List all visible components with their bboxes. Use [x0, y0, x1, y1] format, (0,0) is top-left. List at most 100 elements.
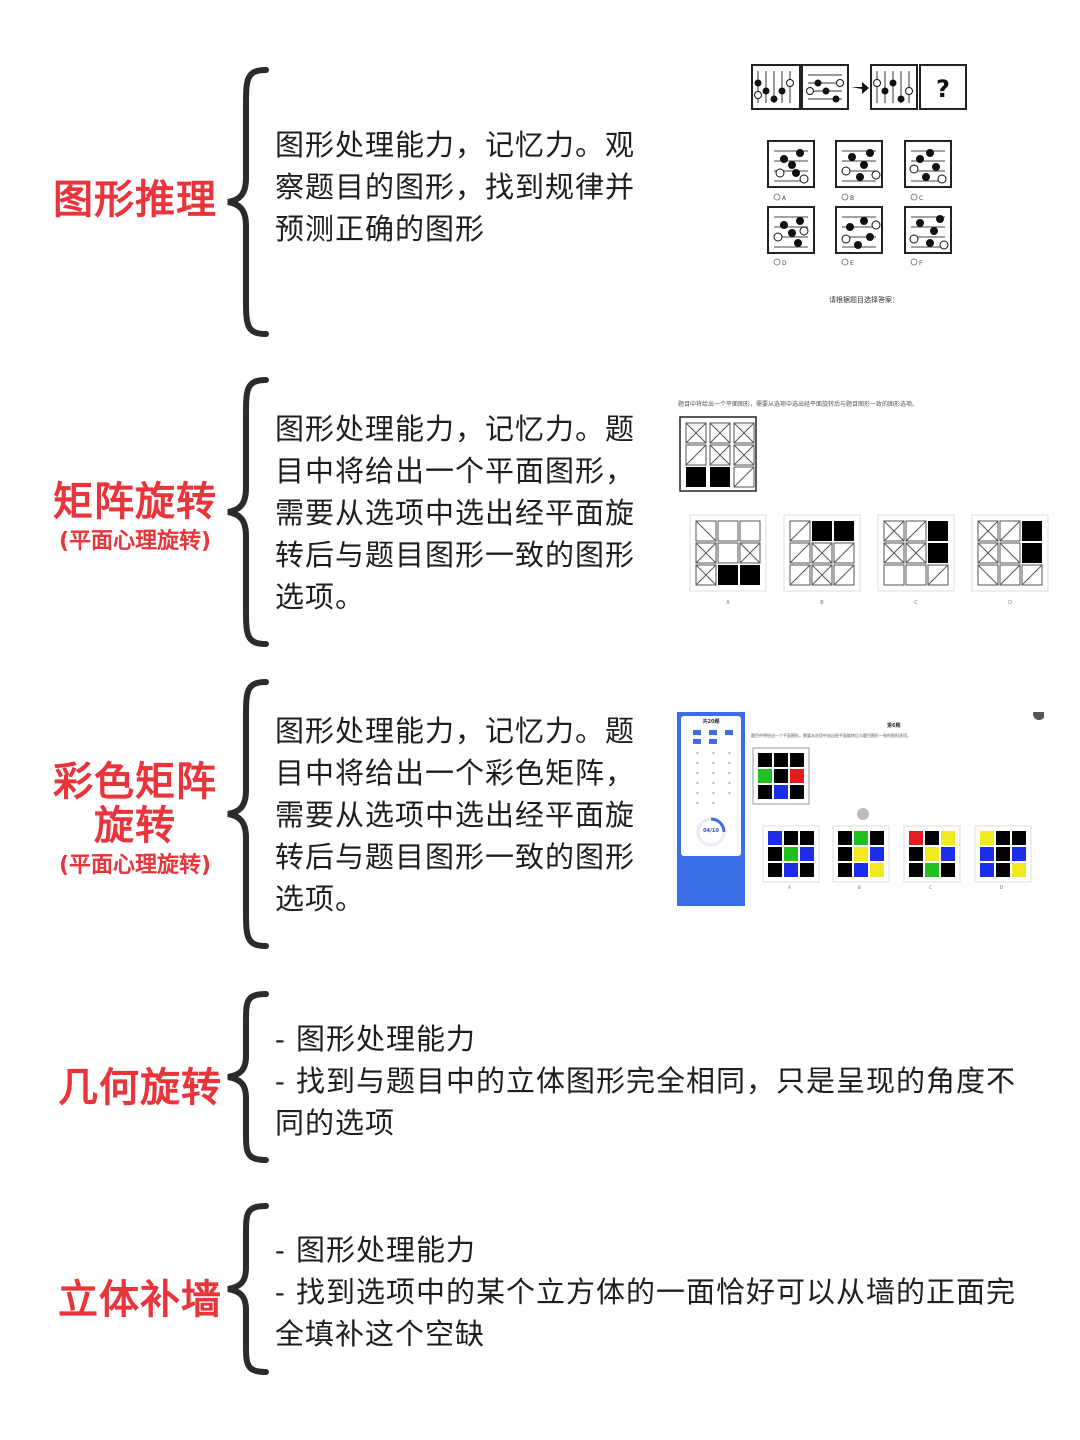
description-line: 全填补这个空缺 — [275, 1317, 486, 1351]
curly-brace-icon — [227, 67, 269, 337]
color-matrix-cell — [980, 863, 994, 877]
color-matrix-cell — [838, 847, 852, 861]
option-label: D — [1000, 885, 1004, 890]
description-line: - 找到与题目中的立体图形完全相同，只是呈现的角度不 — [275, 1064, 1017, 1098]
description: - 图形处理能力 - 找到选项中的某个立方体的一面恰好可以从墙的正面完 全填补这… — [275, 1229, 1016, 1355]
question-instruction: 题目中将给出一个平面图形，需要从选项中选出经平面旋转后与题目图形一致的图形选项。 — [751, 733, 911, 738]
option-label: C — [929, 885, 932, 890]
question-mark: ? — [936, 75, 950, 103]
description-line: 需要从选项中选出经平面旋 — [275, 496, 636, 530]
color-matrix-cell — [784, 863, 798, 877]
description-line: 转后与题目图形一致的图形 — [275, 840, 636, 874]
option-label: D — [782, 260, 787, 267]
color-matrix-cell — [941, 863, 955, 877]
sidebar-card: 共20题 04/10 — [681, 716, 741, 856]
question-chip[interactable] — [709, 739, 717, 744]
answer-prompt: 请根据题目选择答案： — [829, 295, 899, 304]
option-label: B — [850, 195, 854, 202]
description-line: 图形处理能力，记忆力。观 — [275, 128, 636, 162]
color-matrix-cell — [800, 831, 814, 845]
category-title: 几何旋转 — [40, 1066, 240, 1110]
category-title: 彩色矩阵 旋转 (平面心理旋转) — [30, 760, 240, 880]
description-line: 需要从选项中选出经平面旋 — [275, 798, 636, 832]
question-chip[interactable] — [693, 730, 701, 735]
description-line: 同的选项 — [275, 1106, 396, 1140]
color-matrix-cell — [838, 863, 852, 877]
category-subtitle: (平面心理旋转) — [58, 853, 212, 878]
category-title-text: 矩阵旋转 — [53, 479, 217, 525]
reasoning-puzzle-graphic: ? — [751, 64, 967, 304]
color-matrix-cell — [768, 831, 782, 845]
description-line: 预测正确的图形 — [275, 212, 486, 246]
option-label: A — [726, 600, 730, 606]
color-matrix-cell — [854, 831, 868, 845]
category-title-text: 旋转 — [94, 803, 176, 849]
color-matrix-cell — [838, 831, 852, 845]
description: 图形处理能力，记忆力。题 目中将给出一个平面图形， 需要从选项中选出经平面旋 转… — [275, 408, 635, 618]
option-label: A — [788, 885, 791, 890]
color-matrix-cell — [980, 847, 994, 861]
question-chip[interactable] — [693, 739, 701, 744]
option-label: B — [820, 600, 824, 606]
color-matrix-cell — [996, 847, 1010, 861]
color-matrix-cell — [758, 753, 772, 767]
color-matrix-cell — [784, 847, 798, 861]
category-title: 图形推理 — [40, 178, 230, 222]
color-matrix-cell — [1012, 831, 1026, 845]
section-matrix-rotation: 矩阵旋转 (平面心理旋转) 图形处理能力，记忆力。题 目中将给出一个平面图形， … — [0, 0, 1080, 660]
color-matrix-graphic — [752, 747, 1032, 883]
description-line: 图形处理能力，记忆力。题 — [275, 714, 636, 748]
color-matrix-cell — [800, 863, 814, 877]
curly-brace-icon — [227, 991, 269, 1163]
question-chip[interactable] — [709, 730, 717, 735]
color-matrix-cell — [790, 769, 804, 783]
section-3d-wall-fill: 立体补墙 - 图形处理能力 - 找到选项中的某个立方体的一面恰好可以从墙的正面完… — [58, 1203, 1016, 1375]
section-color-matrix-rotation: 彩色矩阵 旋转 (平面心理旋转) 图形处理能力，记忆力。题 目中将给出一个彩色矩… — [30, 679, 1044, 949]
matrix-rotation-graphic: A B C D — [679, 416, 1049, 606]
description-line: 图形处理能力，记忆力。题 — [275, 412, 636, 446]
description: 图形处理能力，记忆力。题 目中将给出一个彩色矩阵， 需要从选项中选出经平面旋 转… — [275, 710, 635, 920]
color-matrix-cell — [941, 831, 955, 845]
description-line: - 图形处理能力 — [275, 1233, 477, 1267]
color-matrix-cell — [870, 847, 884, 861]
option-label: C — [919, 195, 923, 202]
question-chip[interactable] — [725, 730, 733, 735]
option-label: E — [850, 260, 854, 267]
color-matrix-cell — [996, 831, 1010, 845]
color-matrix-cell — [925, 863, 939, 877]
rotate-icon — [857, 808, 869, 820]
color-matrix-cell — [758, 785, 772, 799]
category-title-text: 彩色矩阵 — [53, 759, 217, 805]
category-title: 矩阵旋转 (平面心理旋转) — [30, 480, 240, 556]
description: 图形处理能力，记忆力。观 察题目的图形，找到规律并 预测正确的图形 — [275, 124, 635, 250]
color-matrix-cell — [758, 769, 772, 783]
category-title-text: 立体补墙 — [58, 1277, 222, 1323]
color-matrix-cell — [768, 847, 782, 861]
section-graphic-reasoning: 图形推理 图形处理能力，记忆力。观 察题目的图形，找到规律并 预测正确的图形 — [0, 0, 1080, 350]
color-matrix-cell — [925, 847, 939, 861]
curly-brace-icon — [227, 1203, 269, 1375]
close-icon[interactable] — [1033, 712, 1044, 720]
color-matrix-cell — [996, 863, 1010, 877]
description-line: - 图形处理能力 — [275, 1022, 477, 1056]
color-matrix-cell — [909, 863, 923, 877]
description-line: 察题目的图形，找到规律并 — [275, 170, 636, 204]
color-matrix-cell — [909, 847, 923, 861]
category-subtitle: (平面心理旋转) — [58, 529, 212, 554]
curly-brace-icon — [227, 679, 269, 949]
color-matrix-cell — [909, 831, 923, 845]
color-matrix-cell — [870, 863, 884, 877]
color-matrix-cell — [1012, 847, 1026, 861]
progress-counter: 04/10 — [703, 828, 719, 834]
color-matrix-cell — [784, 831, 798, 845]
option-label: C — [914, 600, 918, 606]
curly-brace-icon — [227, 377, 269, 647]
color-matrix-cell — [854, 863, 868, 877]
description-line: 转后与题目图形一致的图形 — [275, 538, 636, 572]
color-matrix-cell — [774, 753, 788, 767]
option-label: A — [782, 195, 787, 202]
option-label: B — [858, 885, 861, 890]
question-instruction: 题目中将给出一个平面图形，需要从选项中选出经平面旋转后与题目图形一致的图形选项。 — [678, 401, 919, 408]
color-matrix-cell — [774, 785, 788, 799]
section-geometric-rotation: 几何旋转 - 图形处理能力 - 找到与题目中的立体图形完全相同，只是呈现的角度不… — [40, 991, 1017, 1163]
